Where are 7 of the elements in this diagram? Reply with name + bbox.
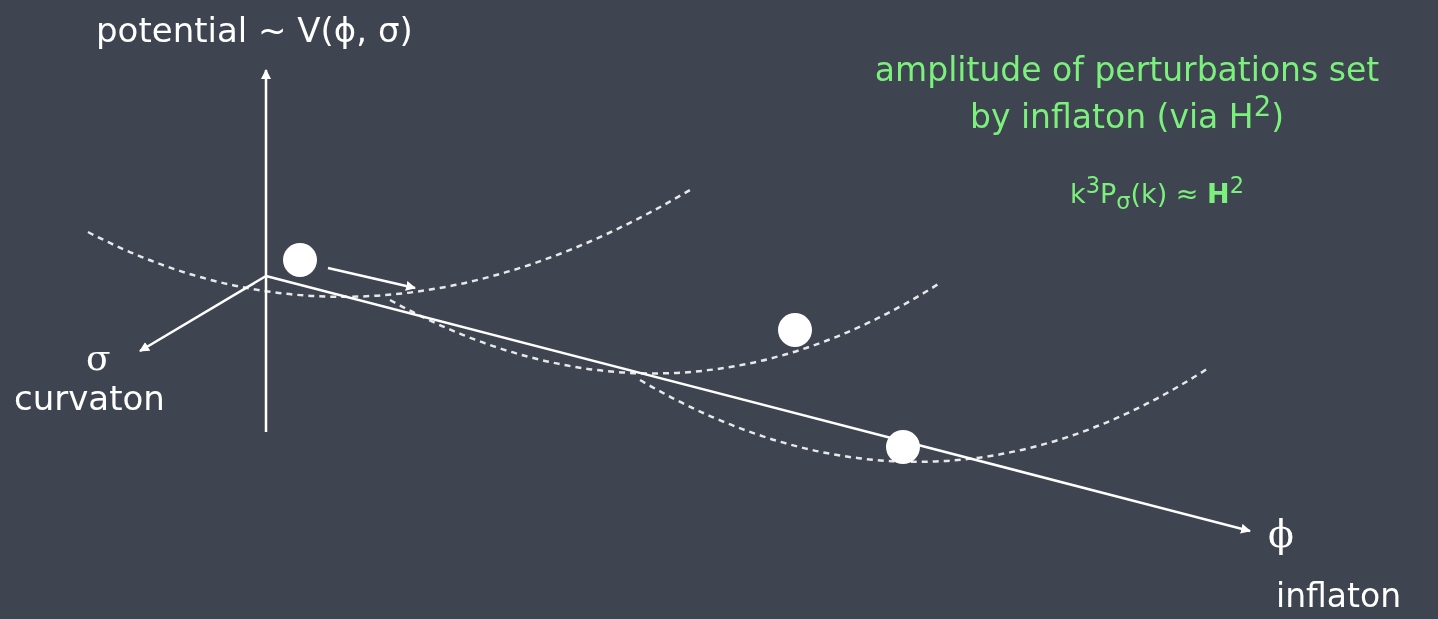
axis-label: inflaton: [1276, 576, 1402, 616]
axis-title: potential ~ V(ϕ, σ): [96, 10, 413, 51]
axis-label: curvaton: [14, 378, 165, 419]
annotation-text: amplitude of perturbations set by inflaton (via H$^{2}$): [873, 50, 1381, 137]
formula: k$^{3}$P$_{σ}$(k) ≈ H$^{2}$: [1070, 172, 1244, 216]
axis-symbol: ϕ: [1268, 512, 1294, 558]
axis-symbol: σ: [86, 336, 111, 380]
